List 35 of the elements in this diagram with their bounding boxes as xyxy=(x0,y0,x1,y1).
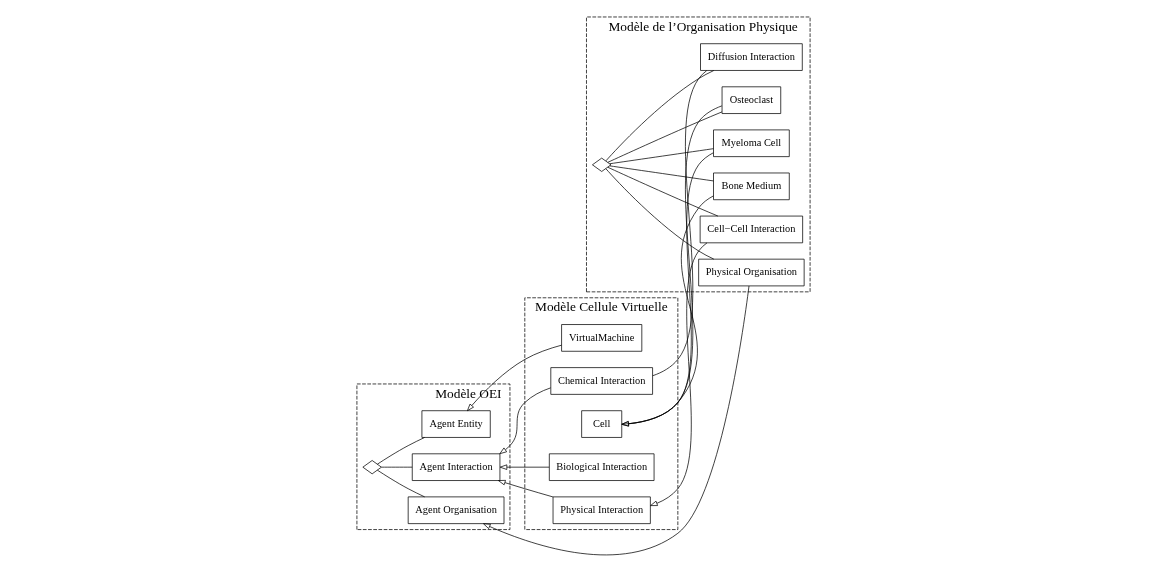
arrow xyxy=(497,480,553,498)
node-box: Diffusion Interaction xyxy=(699,43,803,71)
node-box: Cell xyxy=(580,410,622,438)
node-box: Myeloma Cell xyxy=(712,129,790,157)
arrow xyxy=(499,387,551,455)
arrow xyxy=(620,152,714,427)
node-box: Agent Organisation xyxy=(407,496,504,524)
connector xyxy=(606,111,722,163)
node-box: Biological Interaction xyxy=(548,453,654,481)
node-box: VirtualMachine xyxy=(560,324,642,352)
node-diamond xyxy=(591,157,611,172)
arrow xyxy=(499,464,549,470)
connector xyxy=(651,70,707,377)
connector xyxy=(606,166,718,217)
arrow xyxy=(482,285,749,556)
connector xyxy=(380,466,413,468)
connector xyxy=(608,148,714,165)
connector xyxy=(621,195,714,425)
connector xyxy=(605,70,714,162)
connector xyxy=(608,165,714,182)
arrow xyxy=(466,344,562,412)
node-box: Bone Medium xyxy=(712,172,790,201)
node-box: Osteoclast xyxy=(721,86,781,114)
connector xyxy=(605,168,714,260)
node-box: Agent Entity xyxy=(421,410,491,438)
node-box: Chemical Interaction xyxy=(549,367,653,395)
connector xyxy=(376,469,425,498)
node-box: Cell−Cell Interaction xyxy=(699,215,803,244)
node-box: Physical Interaction xyxy=(552,496,651,524)
node-box: Agent Interaction xyxy=(411,453,500,481)
node-diamond xyxy=(362,460,382,475)
arrow xyxy=(620,105,722,427)
arrow xyxy=(649,242,707,506)
connector xyxy=(376,437,425,465)
node-box: Physical Organisation xyxy=(697,258,804,287)
